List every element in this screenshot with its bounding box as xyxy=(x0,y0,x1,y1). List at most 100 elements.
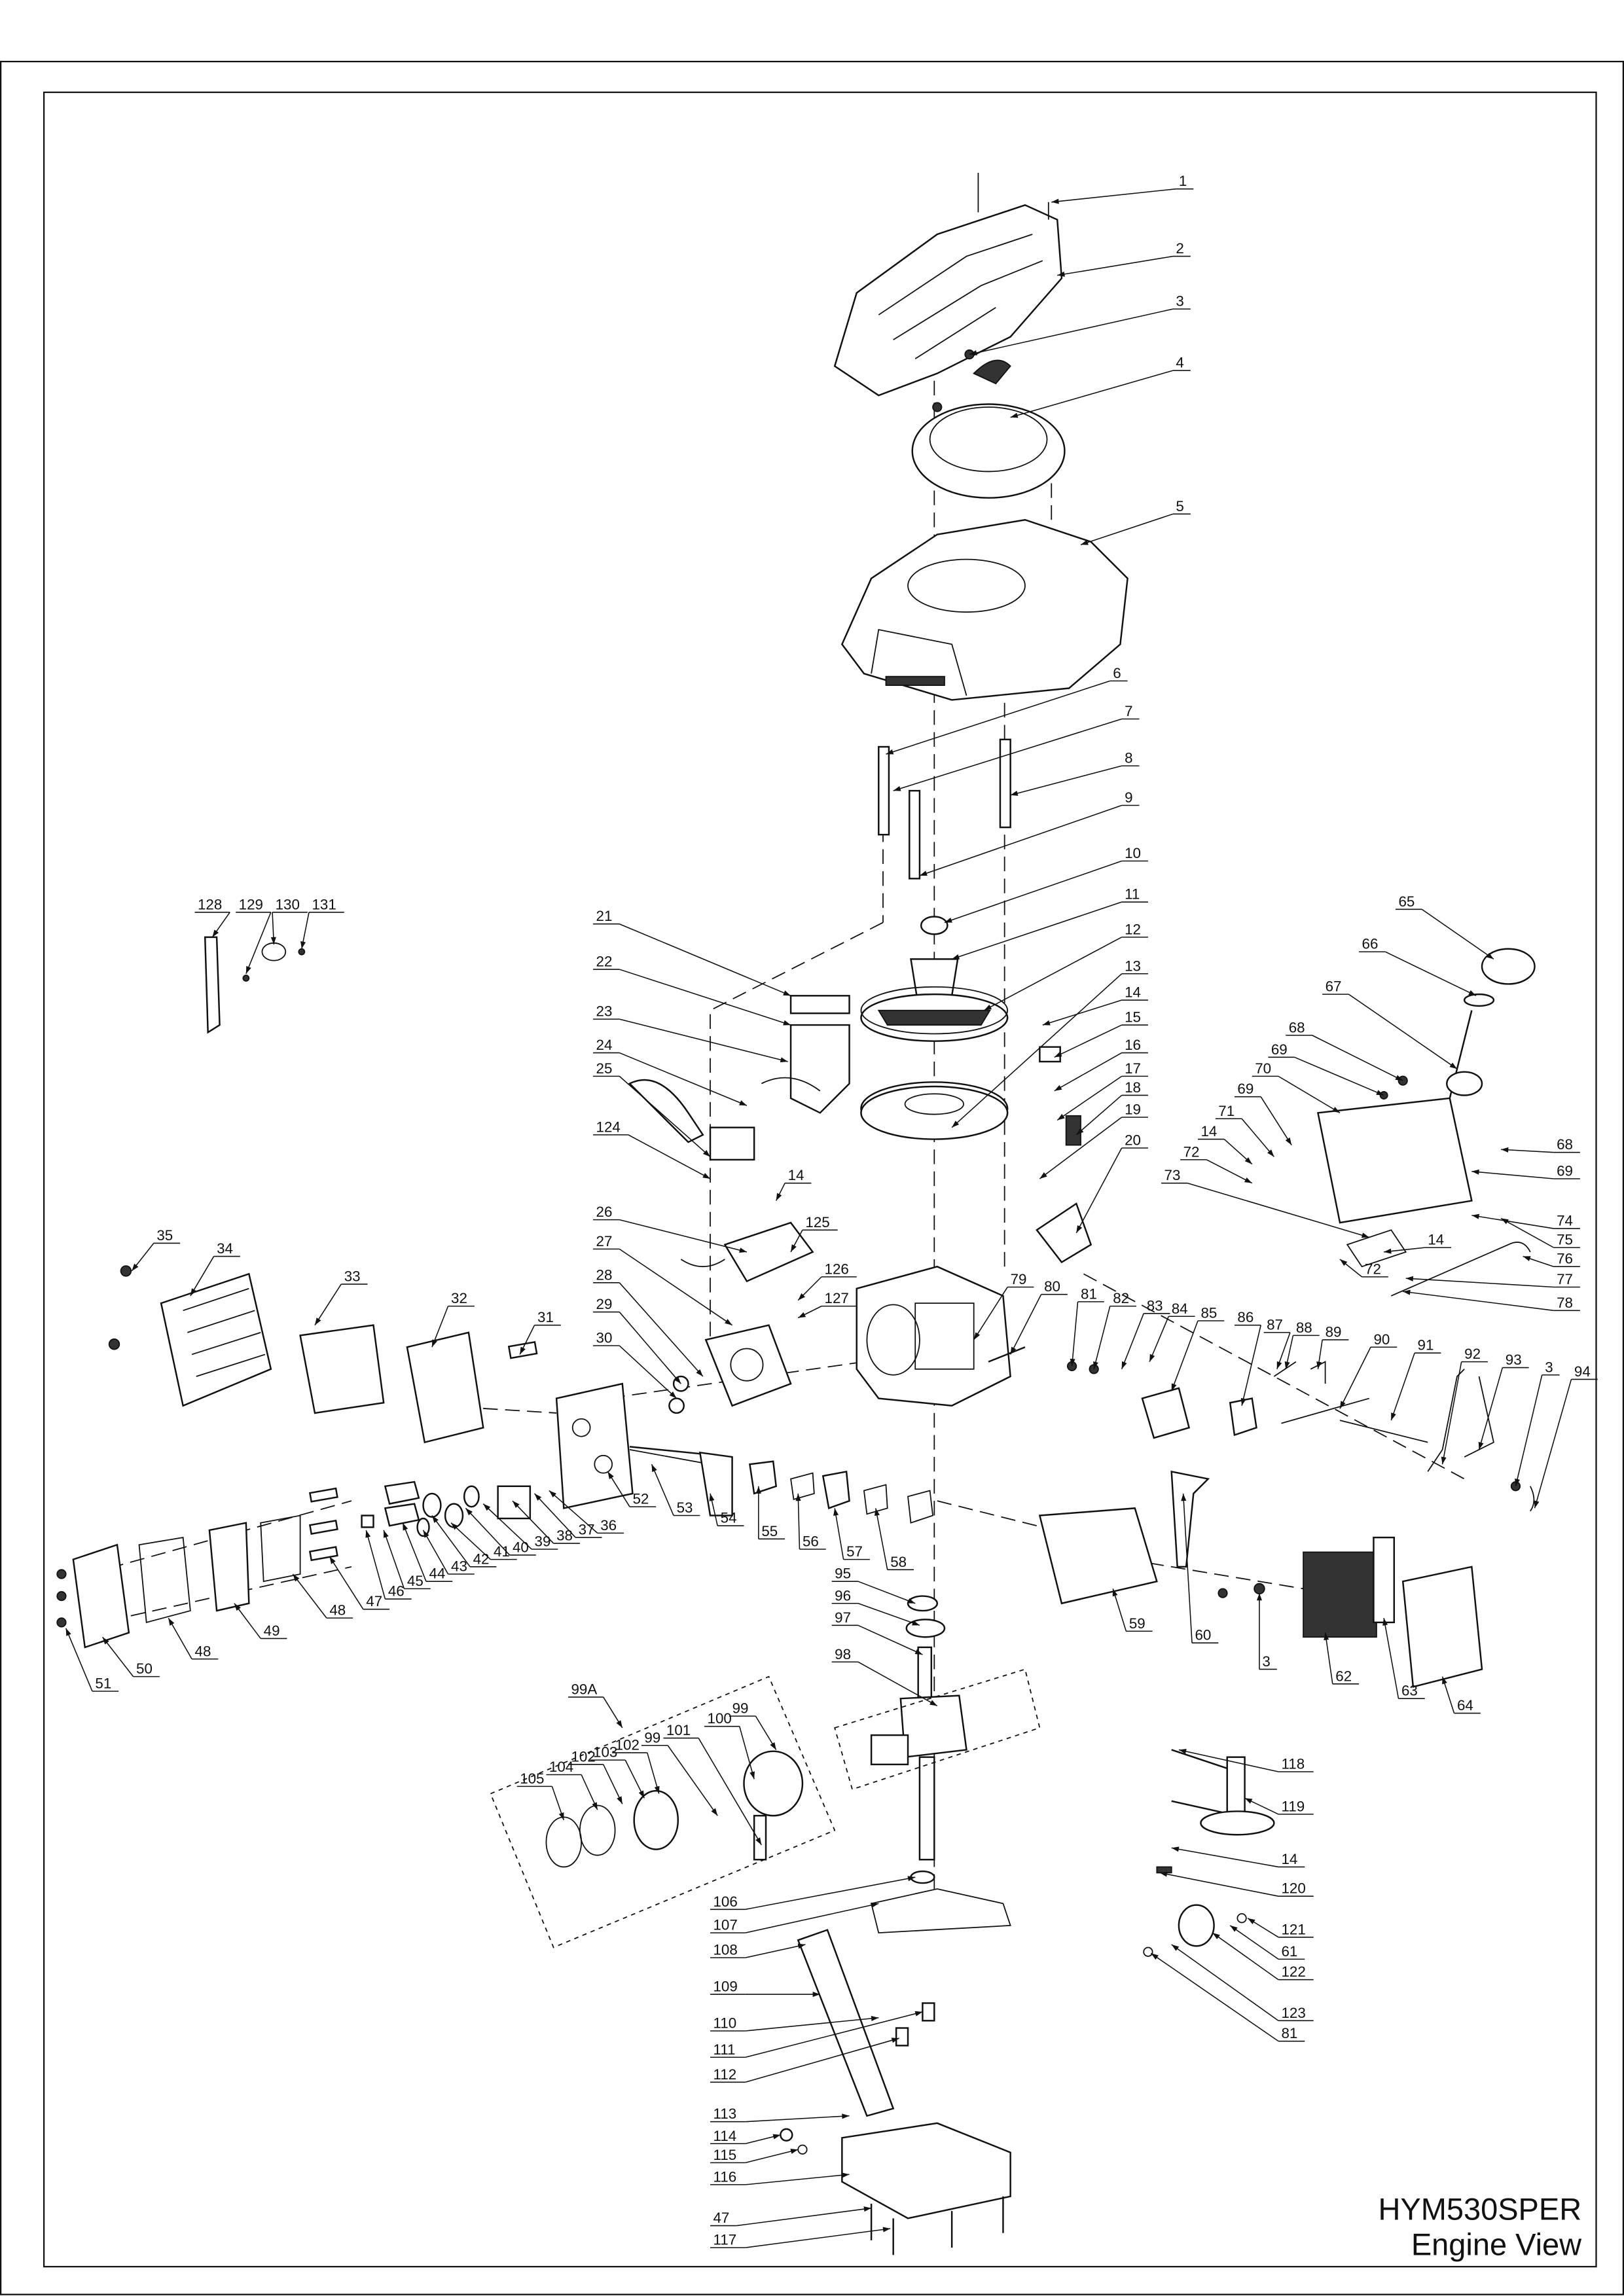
callout-number: 96 xyxy=(835,1587,851,1604)
arrowhead-icon xyxy=(168,1618,175,1626)
leader-line xyxy=(1159,1872,1279,1897)
leader-line xyxy=(973,1287,1008,1340)
callout-54: 54 xyxy=(709,1493,744,1526)
arrowhead-icon xyxy=(1391,1412,1396,1421)
callout-43: 43 xyxy=(422,1530,475,1575)
arrowhead-icon xyxy=(1054,1085,1062,1091)
leader-line xyxy=(886,680,1111,755)
arrowhead-icon xyxy=(907,1598,916,1604)
callout-16: 16 xyxy=(1054,1037,1148,1092)
callout-19: 19 xyxy=(1039,1102,1148,1179)
arrowhead-icon xyxy=(1515,1478,1520,1486)
arrowhead-icon xyxy=(384,1530,389,1538)
callout-52: 52 xyxy=(607,1471,657,1507)
callout-50: 50 xyxy=(101,1636,160,1677)
arrowhead-icon xyxy=(1151,1953,1159,1960)
callout-40: 40 xyxy=(465,1507,536,1556)
callout-number: 77 xyxy=(1557,1271,1573,1287)
callout-number: 88 xyxy=(1296,1319,1312,1336)
leader-line xyxy=(1383,1617,1399,1699)
callout-74: 74 xyxy=(1471,1213,1580,1229)
leader-line xyxy=(619,923,791,997)
callout-99: 99 xyxy=(641,1729,718,1816)
callout-10: 10 xyxy=(944,845,1148,924)
callout-5: 5 xyxy=(1080,498,1191,546)
arrowhead-icon xyxy=(783,990,791,996)
arrowhead-icon xyxy=(1256,1593,1262,1601)
callout-number: 44 xyxy=(429,1566,445,1582)
callout-number: 130 xyxy=(276,896,300,912)
callout-number: 2 xyxy=(1176,240,1183,257)
leader-line xyxy=(628,1134,711,1179)
callout-131: 131 xyxy=(300,896,344,949)
callout-number: 68 xyxy=(1289,1019,1305,1035)
callout-23: 23 xyxy=(593,1003,788,1063)
leader-line xyxy=(1515,1374,1543,1486)
callout-number: 47 xyxy=(366,1593,382,1609)
air-filter-parts xyxy=(1038,1470,1483,1688)
leader-line xyxy=(1039,1117,1123,1179)
leader-line xyxy=(1405,1278,1554,1288)
view-title: Engine View xyxy=(1411,2227,1582,2261)
leader-line xyxy=(101,1636,134,1677)
arrowhead-icon xyxy=(702,1149,711,1157)
callout-number: 83 xyxy=(1147,1297,1163,1314)
callout-31: 31 xyxy=(519,1309,561,1355)
leader-line xyxy=(1471,1215,1554,1229)
arrowhead-icon xyxy=(651,1464,657,1473)
leader-line xyxy=(1075,1094,1123,1136)
piston-group-parts xyxy=(490,1676,836,1948)
callout-number: 58 xyxy=(890,1554,907,1570)
callout-number: 76 xyxy=(1557,1251,1573,1267)
arrowhead-icon xyxy=(952,954,960,960)
callout-number: 74 xyxy=(1557,1213,1573,1229)
callout-107: 107 xyxy=(710,1902,879,1933)
callout-number: 48 xyxy=(329,1602,346,1619)
callout-71: 71 xyxy=(1215,1103,1274,1157)
callout-number: 122 xyxy=(1282,1964,1306,1980)
arrowhead-icon xyxy=(952,1121,960,1128)
leader-line xyxy=(1471,1171,1554,1179)
callout-number: 69 xyxy=(1237,1081,1254,1097)
callout-90: 90 xyxy=(1339,1331,1398,1409)
arrowhead-icon xyxy=(1471,1169,1479,1175)
arrowhead-icon xyxy=(1212,1933,1220,1939)
callout-17: 17 xyxy=(1056,1060,1148,1121)
callout-number: 99 xyxy=(644,1729,660,1746)
callout-77: 77 xyxy=(1405,1271,1580,1288)
arrowhead-icon xyxy=(871,1902,879,1908)
callout-number: 29 xyxy=(596,1296,613,1312)
callout-130: 130 xyxy=(270,896,308,945)
callout-number: 64 xyxy=(1457,1697,1473,1713)
arrowhead-icon xyxy=(842,2113,850,2119)
arrowhead-icon xyxy=(607,1471,614,1480)
callout-125: 125 xyxy=(790,1214,838,1253)
callout-number: 14 xyxy=(1125,984,1141,1001)
callout-number: 68 xyxy=(1557,1136,1573,1153)
leader-line xyxy=(1212,1932,1279,1981)
arrowhead-icon xyxy=(1284,1361,1290,1369)
callout-117: 117 xyxy=(710,2227,891,2248)
valve-cover-part xyxy=(56,1515,301,1649)
callout-6: 6 xyxy=(886,665,1128,755)
callout-number: 36 xyxy=(600,1517,617,1534)
callout-number: 53 xyxy=(677,1499,693,1516)
callout-number: 14 xyxy=(788,1167,804,1183)
callout-34: 34 xyxy=(190,1240,240,1297)
callout-number: 81 xyxy=(1282,2025,1298,2041)
arrowhead-icon xyxy=(190,1288,196,1296)
leader-line xyxy=(512,1500,554,1544)
arrowhead-icon xyxy=(403,1522,408,1531)
flywheel-part xyxy=(860,916,1009,1140)
leader-line xyxy=(1010,765,1122,796)
callout-86: 86 xyxy=(1234,1309,1261,1406)
ignition-bracket-part xyxy=(1036,1046,1092,1264)
callout-100: 100 xyxy=(704,1710,755,1780)
sheet-outer-border xyxy=(0,60,1624,2295)
leader-line xyxy=(365,1530,386,1600)
arrowhead-icon xyxy=(914,2011,923,2017)
callout-number: 57 xyxy=(846,1543,863,1560)
callout-102: 102 xyxy=(612,1736,660,1794)
arrowhead-icon xyxy=(1382,1618,1388,1626)
arrowhead-icon xyxy=(1051,198,1059,204)
